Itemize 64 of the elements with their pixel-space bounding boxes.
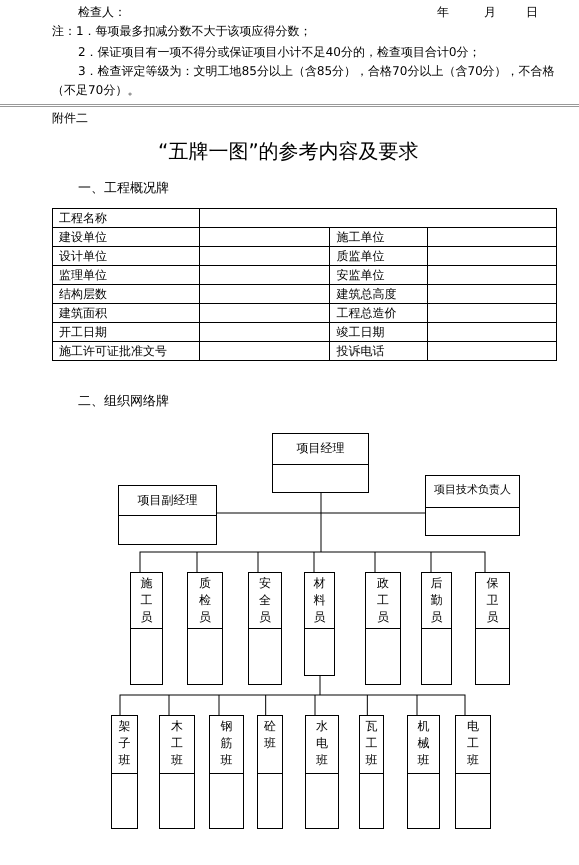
org-chart-box: [407, 715, 440, 829]
table-cell: 施工单位: [330, 228, 428, 246]
org-chart-box: [359, 715, 384, 829]
org-chart-box: [248, 572, 282, 685]
appendix-label: 附件二: [52, 110, 88, 126]
table-cell: 设计单位: [52, 246, 200, 266]
org-chart-box: [159, 715, 195, 829]
box-title: 瓦工班: [364, 718, 378, 769]
box-title: 砼班: [263, 718, 277, 752]
table-cell: 开工日期: [52, 322, 200, 342]
connector-line: [320, 492, 486, 572]
connector-line: [320, 676, 466, 716]
org-chart-box: [421, 572, 452, 685]
table-cell: 工程总造价: [330, 304, 428, 322]
org-chart-box: [130, 572, 163, 685]
box-title: 质检员: [198, 575, 212, 626]
page-title: “五牌一图”的参考内容及要求: [158, 138, 419, 164]
table-cell: 建筑面积: [52, 304, 200, 322]
table-cell: 监理单位: [52, 266, 200, 284]
box-title: 保卫员: [486, 575, 500, 626]
box-title: 项目副经理: [136, 492, 198, 509]
box-title: 材料员: [312, 575, 326, 626]
org-chart-box: [187, 572, 223, 685]
org-chart-box: [365, 572, 401, 685]
section-heading: 二、组织网络牌: [78, 394, 169, 410]
org-chart-box: [455, 715, 491, 829]
note-text: 注：1．每项最多扣减分数不大于该项应得分数；: [52, 23, 312, 39]
table-cell: 安监单位: [330, 266, 428, 284]
date-label: 月: [484, 4, 496, 20]
box-title: 项目技术负责人: [433, 482, 512, 497]
table-cell: 建筑总高度: [330, 284, 428, 304]
box-title: 架子班: [118, 718, 132, 769]
table-cell: 建设单位: [52, 228, 200, 246]
table-cell: 结构层数: [52, 284, 200, 304]
table-cell: 工程名称: [52, 208, 200, 228]
box-title: 机械班: [416, 718, 430, 769]
inspector-label: 检查人：: [78, 4, 126, 20]
position-box: [118, 485, 217, 545]
note-text: 2．保证项目有一项不得分或保证项目小计不足40分的，检查项目合计0分；: [78, 44, 481, 60]
org-chart-box: [111, 715, 138, 829]
org-chart-box: [209, 715, 244, 829]
box-title: 施工员: [140, 575, 154, 626]
box-title: 安全员: [258, 575, 272, 626]
date-label: 年: [437, 4, 449, 20]
box-title: 钢筋班: [220, 718, 234, 769]
box-title: 电工班: [466, 718, 480, 769]
table-cell: 质监单位: [330, 246, 428, 266]
section-heading: 一、工程概况牌: [78, 181, 169, 197]
box-title: 木工班: [170, 718, 184, 769]
box-title: 政工员: [376, 575, 390, 626]
table-cell: 竣工日期: [330, 322, 428, 342]
org-chart-box: [305, 715, 339, 829]
box-title: 项目经理: [296, 440, 346, 457]
box-title: 水电班: [315, 718, 329, 769]
date-label: 日: [526, 4, 538, 20]
position-box: [425, 475, 520, 536]
table-cell: 施工许可证批准文号: [52, 342, 200, 360]
org-chart-box: [304, 572, 335, 676]
note-text: 3．检查评定等级为：文明工地85分以上（含85分），合格70分以上（含70分），不合格（不足70分）。: [52, 63, 556, 99]
org-chart-box: [257, 715, 283, 829]
org-chart-box: [475, 572, 510, 685]
table-cell: 投诉电话: [330, 342, 428, 360]
box-title: 后勤员: [430, 575, 444, 626]
position-box: [272, 433, 369, 493]
